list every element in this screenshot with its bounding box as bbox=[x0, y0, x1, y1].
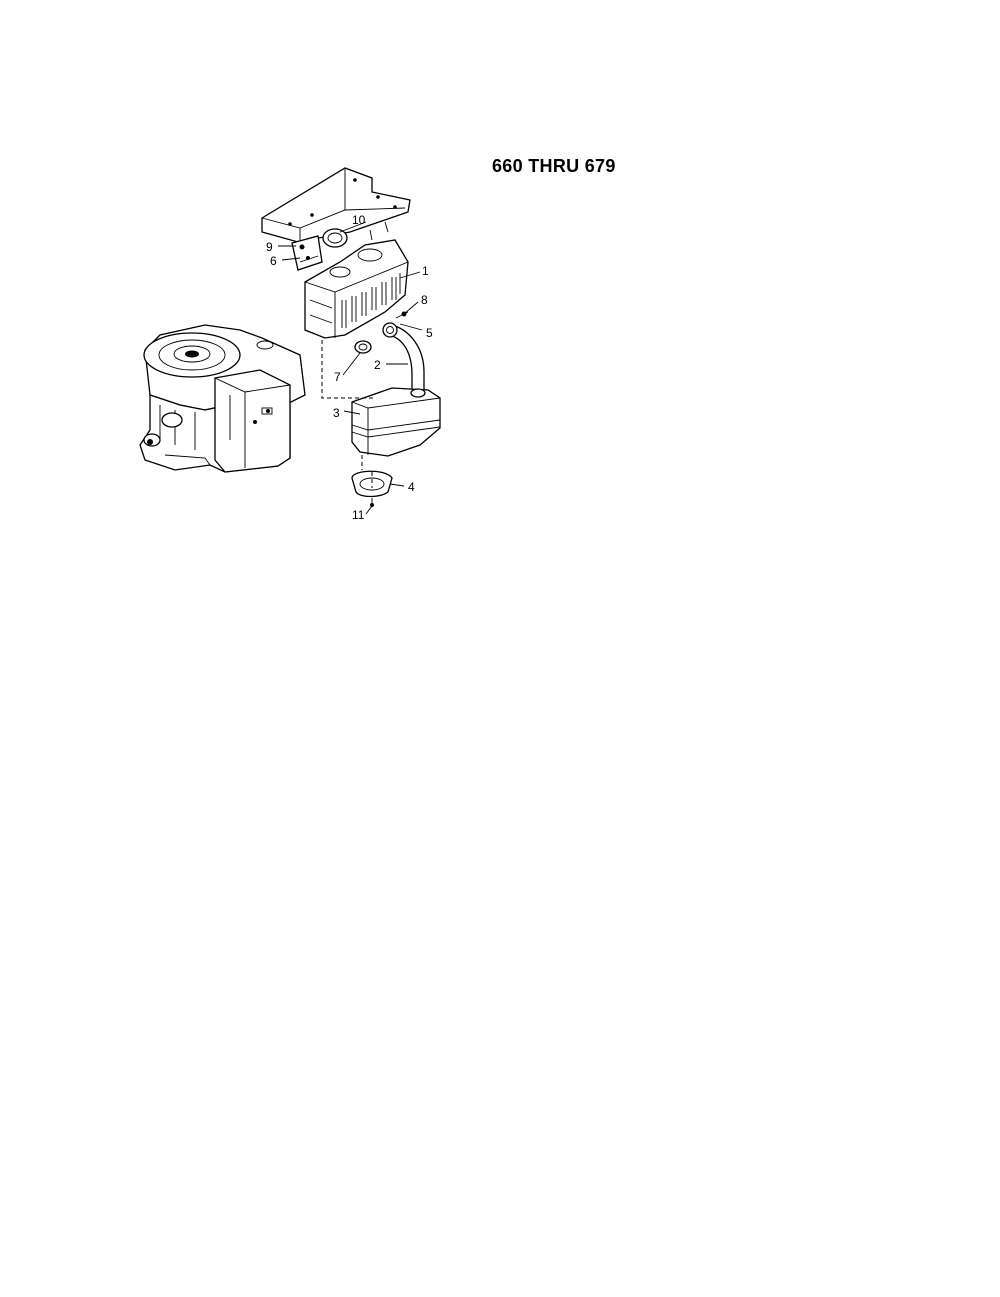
callout-4: 4 bbox=[408, 480, 415, 494]
callout-3: 3 bbox=[333, 406, 340, 420]
diagram-title: 660 THRU 679 bbox=[492, 156, 616, 176]
callout-7: 7 bbox=[334, 370, 341, 384]
deflector-part-4 bbox=[351, 470, 393, 498]
heat-shield-part-1 bbox=[304, 239, 409, 339]
gasket-part-10 bbox=[322, 228, 348, 248]
callout-9: 9 bbox=[266, 240, 273, 254]
frame-bracket bbox=[261, 167, 411, 243]
assembly-lines bbox=[321, 340, 375, 488]
callout-5: 5 bbox=[426, 326, 433, 340]
exhaust-pipe-part-2 bbox=[382, 322, 425, 393]
gasket-part-7 bbox=[354, 340, 372, 354]
engine bbox=[139, 324, 306, 473]
callout-2: 2 bbox=[374, 358, 381, 372]
callout-1: 1 bbox=[422, 264, 429, 278]
callout-6: 6 bbox=[270, 254, 277, 268]
callout-11: 11 bbox=[352, 508, 365, 522]
muffler-part-3 bbox=[351, 387, 441, 457]
leader-lines bbox=[278, 221, 423, 515]
mount-bracket-parts-6-9 bbox=[291, 235, 323, 271]
callout-10: 10 bbox=[352, 213, 366, 227]
callout-8: 8 bbox=[421, 293, 428, 307]
